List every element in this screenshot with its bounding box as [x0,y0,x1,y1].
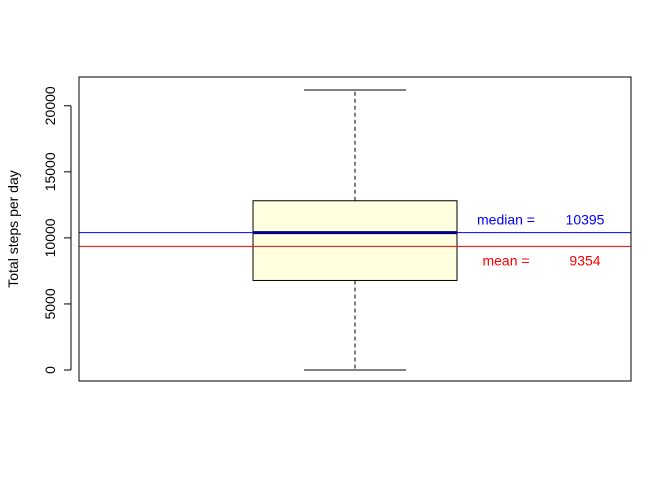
y-axis-label: Total steps per day [5,170,21,288]
y-tick-label: 15000 [42,152,58,191]
y-tick-label: 5000 [42,288,58,319]
reference-line-label: median = [477,212,535,228]
y-tick-label: 20000 [42,86,58,125]
chart-marks: 0 5000 10000 15000 20000 median = 10395 mean = 9… [42,86,631,374]
reference-line-value: 9354 [569,252,600,268]
y-tick-label: 0 [42,366,58,374]
iqr-box [252,200,458,281]
y-tick-label: 10000 [42,218,58,257]
reference-line-value: 10395 [566,212,605,228]
reference-line-label: mean = [482,252,529,268]
plot-frame [78,76,632,382]
